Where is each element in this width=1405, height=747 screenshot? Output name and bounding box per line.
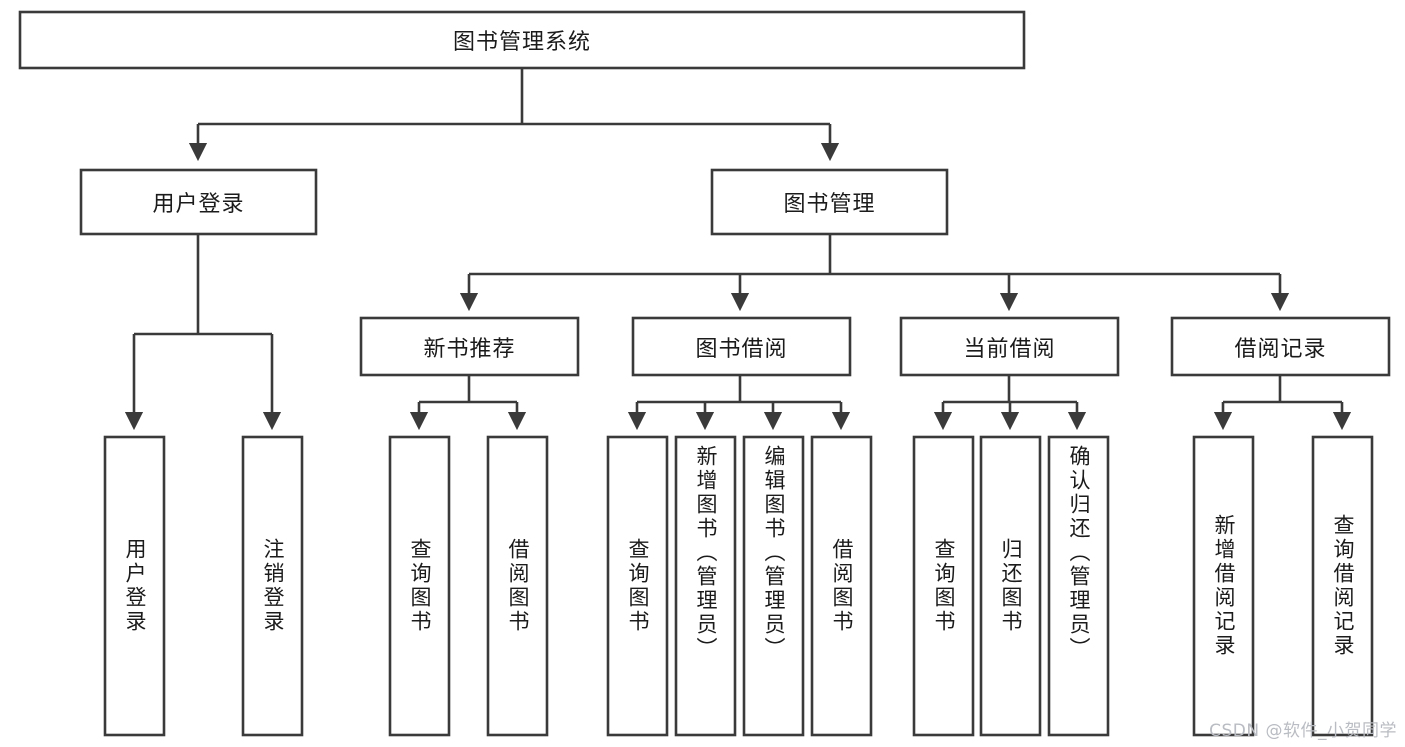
leaf-user-login-0[interactable] <box>103 435 166 737</box>
leaf-borrow-record-1[interactable] <box>1311 435 1374 737</box>
leaf-borrow-record-0[interactable] <box>1192 435 1255 737</box>
leaf-current-borrow-2[interactable] <box>1047 435 1110 737</box>
node-root[interactable] <box>18 10 1026 70</box>
connector-newbook-to-leaves <box>409 375 527 431</box>
connector-borrowrecord-to-leaves <box>1213 375 1352 431</box>
connector-bookmgmt-to-level3 <box>459 234 1290 312</box>
node-book-management[interactable] <box>710 168 949 236</box>
node-borrow-record[interactable] <box>1170 316 1391 377</box>
connector-userlogin-to-leaves <box>124 234 282 431</box>
node-book-borrow[interactable] <box>631 316 852 377</box>
leaf-book-borrow-0[interactable] <box>606 435 669 737</box>
leaf-book-borrow-2[interactable] <box>742 435 805 737</box>
leaf-book-borrow-1[interactable] <box>674 435 737 737</box>
node-new-book-recommend[interactable] <box>359 316 580 377</box>
leaf-book-borrow-3[interactable] <box>810 435 873 737</box>
connector-root-to-level2 <box>188 68 840 162</box>
connector-bookborrow-to-leaves <box>627 375 851 431</box>
node-user-login[interactable] <box>79 168 318 236</box>
leaf-current-borrow-0[interactable] <box>912 435 975 737</box>
watermark-text: CSDN @软件_小贺同学 <box>1209 721 1397 741</box>
connector-currentborrow-to-leaves <box>933 375 1087 431</box>
leaf-new-book-0[interactable] <box>388 435 451 737</box>
leaf-current-borrow-1[interactable] <box>979 435 1042 737</box>
node-current-borrow[interactable] <box>899 316 1120 377</box>
leaf-user-login-1[interactable] <box>241 435 304 737</box>
leaf-new-book-1[interactable] <box>486 435 549 737</box>
